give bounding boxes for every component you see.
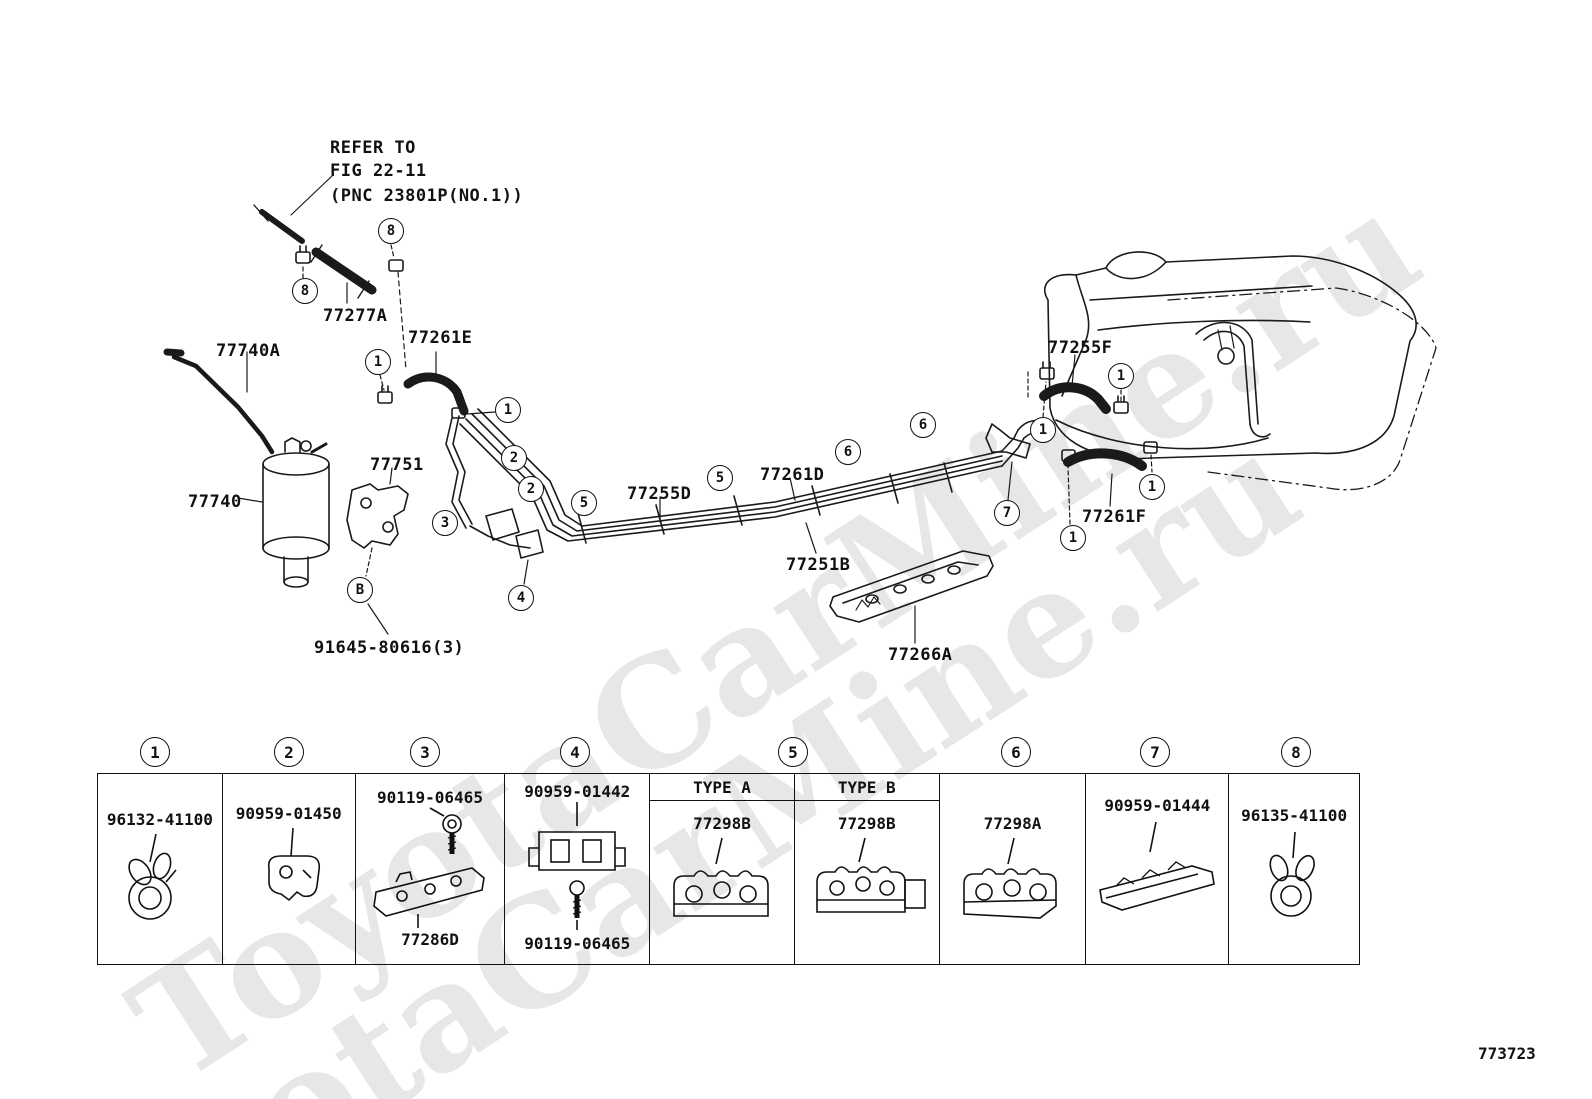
callout-6: 6 <box>835 439 861 465</box>
callout-3: 3 <box>432 510 458 536</box>
legend-table: 96132-41100 90959-01450 <box>97 773 1360 965</box>
type-a-header: TYPE A <box>650 774 794 801</box>
legend-cell-1: 96132-41100 <box>98 774 223 964</box>
part-number-bottom: 77286D <box>401 930 459 949</box>
part-number: 90959-01444 <box>1104 796 1211 815</box>
clamp-8-right <box>388 244 407 371</box>
part-label-91645-80616: 91645-80616(3) <box>314 638 465 658</box>
part-label-77255F: 77255F <box>1048 338 1113 358</box>
clamp-8-left <box>295 245 311 279</box>
callout-B: B <box>347 577 373 603</box>
type-b-header: TYPE B <box>794 774 939 801</box>
part-number: 77298B <box>693 814 751 833</box>
part-number-top: 90959-01442 <box>524 782 631 801</box>
callout-2: 2 <box>501 445 527 471</box>
bracket-bolt-drawing-3 <box>372 807 485 928</box>
callout-7: 7 <box>994 500 1020 526</box>
part-number-bottom: 90119-06465 <box>524 934 631 953</box>
clip-drawing-1 <box>128 833 177 920</box>
callout-8: 8 <box>292 278 318 304</box>
legend-cell-3: 90119-06465 77286D <box>356 774 506 964</box>
clip-drawing-8 <box>1269 831 1316 917</box>
part-label-77261D: 77261D <box>760 465 825 485</box>
canister-77740 <box>237 437 330 588</box>
refer-note-line1: REFER TO <box>330 138 416 158</box>
clamp-drawing-5a <box>673 837 769 917</box>
legend-num-3: 3 <box>410 737 440 767</box>
callout-5: 5 <box>571 490 597 516</box>
part-label-77751: 77751 <box>370 455 424 475</box>
callout-8: 8 <box>378 218 404 244</box>
bracket-right <box>985 423 1031 501</box>
part-label-77261F: 77261F <box>1082 507 1147 527</box>
legend-cell-4: 90959-01442 90119-06465 <box>505 774 651 964</box>
callout-1: 1 <box>1139 474 1165 500</box>
clip-drawing-2 <box>267 827 320 902</box>
refer-note-line3: (PNC 23801P(NO.1)) <box>330 186 524 206</box>
pipe-cluster-left <box>445 415 531 549</box>
callout-6: 6 <box>910 412 936 438</box>
callout-4: 4 <box>508 585 534 611</box>
inlet-pipe <box>253 175 333 244</box>
callout-5: 5 <box>707 465 733 491</box>
legend-num-2: 2 <box>274 737 304 767</box>
part-label-77255D: 77255D <box>627 484 692 504</box>
legend-cell-2: 90959-01450 <box>223 774 356 964</box>
refer-note-line2: FIG 22-11 <box>330 161 427 181</box>
part-label-77251B: 77251B <box>786 555 851 575</box>
clip-1a <box>377 374 393 404</box>
part-label-77277A: 77277A <box>323 306 388 326</box>
legend-cell-8: 96135-41100 <box>1229 774 1359 964</box>
legend-num-1: 1 <box>140 737 170 767</box>
legend-cell-5b: TYPE B 77298B <box>794 774 940 964</box>
part-number: 96135-41100 <box>1241 806 1348 825</box>
callout-1: 1 <box>495 397 521 423</box>
callout-1: 1 <box>1030 417 1056 443</box>
clamp-drawing-5b <box>816 837 926 913</box>
part-number: 96132-41100 <box>106 810 213 829</box>
part-label-77740: 77740 <box>188 492 242 512</box>
part-number: 77298A <box>983 814 1042 833</box>
callout-1: 1 <box>1108 363 1134 389</box>
hose-77277A <box>310 244 377 304</box>
legend-cell-5a: TYPE A 77298B <box>650 774 795 964</box>
fuel-tank <box>1043 251 1437 491</box>
clamp-drawing-6 <box>962 837 1057 919</box>
part-label-77261E: 77261E <box>408 328 473 348</box>
part-label-77266A: 77266A <box>888 645 953 665</box>
part-number: 77298B <box>837 814 896 833</box>
bracket-bolt-drawing-4 <box>528 802 627 930</box>
part-number: 90959-01450 <box>235 804 342 823</box>
legend-cell-6: 77298A <box>940 774 1087 964</box>
legend-num-6: 6 <box>1001 737 1031 767</box>
part-label-77740A: 77740A <box>216 341 281 361</box>
legend-num-7: 7 <box>1140 737 1170 767</box>
part-number-top: 90119-06465 <box>376 788 483 807</box>
callout-2: 2 <box>518 476 544 502</box>
legend-num-4: 4 <box>560 737 590 767</box>
protector-77266A <box>829 550 994 644</box>
bracket-drawing-7 <box>1099 821 1216 911</box>
hose-77261E <box>403 351 469 416</box>
bracket-77751 <box>346 467 409 635</box>
tube-77740A <box>163 348 275 455</box>
legend-cell-7: 90959-01444 <box>1086 774 1230 964</box>
callout-1: 1 <box>1060 525 1086 551</box>
page-code: 773723 <box>1478 1044 1536 1063</box>
legend-num-5: 5 <box>778 737 808 767</box>
fuel-line-bundle <box>459 408 1053 585</box>
callout-1: 1 <box>365 349 391 375</box>
legend-num-8: 8 <box>1281 737 1311 767</box>
